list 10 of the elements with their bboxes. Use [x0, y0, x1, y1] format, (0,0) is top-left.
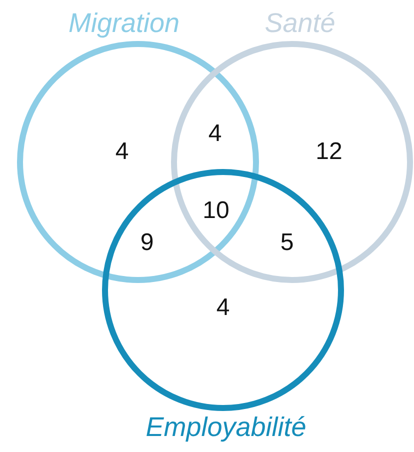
set-title: Santé: [264, 8, 336, 38]
region-count: 9: [140, 230, 154, 256]
set-title: Employabilité: [146, 412, 306, 442]
region-count: 4: [216, 295, 230, 321]
set-title: Migration: [68, 8, 180, 38]
region-count: 4: [208, 121, 222, 147]
region-count: 4: [115, 139, 129, 165]
region-count: 10: [202, 198, 230, 224]
region-count: 5: [280, 230, 294, 256]
region-count: 12: [316, 139, 342, 165]
